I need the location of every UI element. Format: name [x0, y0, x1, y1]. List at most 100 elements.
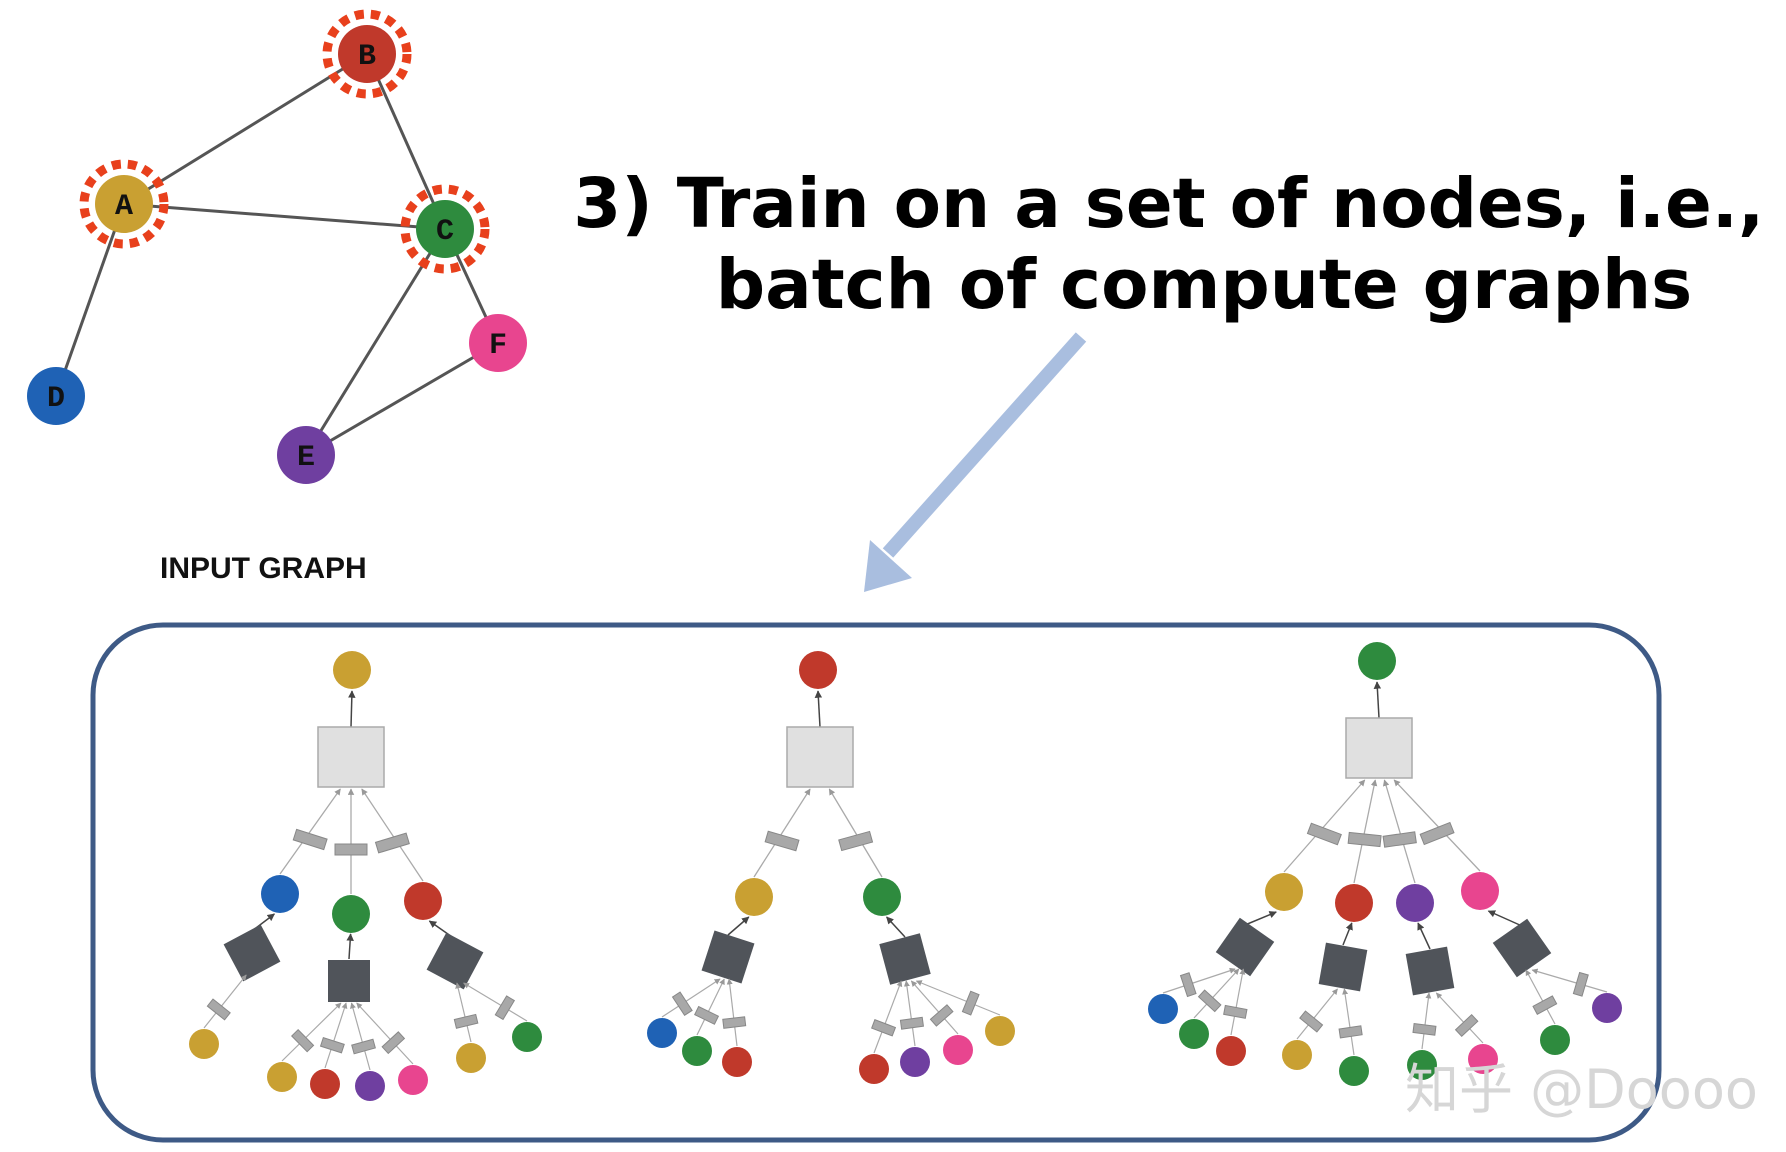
- aggregation-arrow: [1373, 681, 1382, 719]
- node-circle: [469, 314, 527, 372]
- neighbor-node-c: [332, 895, 370, 933]
- graph-edge-ac: [123, 202, 446, 231]
- leaf-node-d: [1148, 994, 1178, 1024]
- node-circle: [27, 367, 85, 425]
- compute-graphs: [189, 642, 1622, 1101]
- aggregator-box: [786, 726, 854, 788]
- aggregator-box: [328, 960, 370, 1002]
- root-node: [333, 651, 371, 689]
- message-edge: [873, 980, 903, 1054]
- aggregation-arrow: [1244, 911, 1277, 926]
- aggregator-box: [223, 924, 281, 982]
- aggregator-box: [879, 933, 931, 985]
- leaf-node-a: [456, 1043, 486, 1073]
- message-edge: [1353, 779, 1378, 884]
- aggregation-arrow: [1487, 910, 1523, 927]
- aggregation-arrow: [814, 690, 823, 728]
- graph-node-e: E: [277, 426, 335, 484]
- message-edge: [361, 788, 424, 882]
- transform-box: [319, 1036, 345, 1054]
- node-circle: [277, 426, 335, 484]
- transform-box: [1179, 972, 1197, 998]
- neighbor-node-a: [735, 878, 773, 916]
- transform-box: [292, 828, 328, 851]
- compute-graph-c: [1148, 642, 1622, 1086]
- message-edge: [903, 980, 916, 1047]
- aggregator-box: [1318, 942, 1368, 992]
- aggregator-box: [1345, 717, 1413, 779]
- leaf-node-a: [267, 1062, 297, 1092]
- leaf-node-c: [1540, 1025, 1570, 1055]
- leaf-node-c: [1339, 1056, 1369, 1086]
- neighbor-node-b: [404, 882, 442, 920]
- leaf-node-b: [1216, 1036, 1246, 1066]
- transform-box: [1419, 821, 1455, 846]
- transform-box: [381, 1031, 406, 1055]
- message-edge: [661, 978, 721, 1018]
- message-edge: [726, 978, 738, 1047]
- aggregator-box: [1215, 917, 1275, 977]
- message-edge: [1193, 968, 1240, 1019]
- heading-line-1: 3) Train on a set of nodes, i.e., a: [573, 164, 1786, 244]
- transform-box: [1299, 1010, 1324, 1033]
- node-label: B: [358, 40, 376, 74]
- leaf-node-c: [512, 1022, 542, 1052]
- aggregator-box: [1492, 918, 1552, 978]
- leaf-node-b: [859, 1054, 889, 1084]
- compute-graph-b: [647, 651, 1015, 1084]
- leaf-node-d: [647, 1018, 677, 1048]
- message-edge: [1230, 968, 1246, 1036]
- graph-edge-ad: [54, 203, 126, 397]
- transform-box: [334, 843, 368, 856]
- leaf-node-e: [900, 1047, 930, 1077]
- message-edge: [356, 1002, 414, 1065]
- graph-node-f: F: [469, 314, 527, 372]
- heading-line-2: batch of compute graphs: [716, 245, 1693, 325]
- neighbor-node-d: [261, 875, 299, 913]
- transform-box: [1347, 831, 1382, 848]
- message-edge: [1393, 779, 1481, 872]
- message-edge: [1525, 969, 1556, 1025]
- transform-box: [961, 990, 980, 1016]
- message-edge: [463, 982, 528, 1022]
- transform-box: [374, 832, 410, 854]
- batch-arrow: [864, 332, 1087, 592]
- node-label: F: [489, 329, 507, 363]
- transform-box: [1197, 989, 1222, 1013]
- transform-box: [291, 1028, 315, 1053]
- transform-box: [1306, 822, 1342, 846]
- graph-node-d: D: [27, 367, 85, 425]
- transform-box: [1454, 1013, 1479, 1038]
- message-edge: [753, 788, 811, 878]
- transform-box: [453, 1013, 479, 1029]
- transform-box: [838, 830, 874, 852]
- transform-box: [671, 991, 693, 1017]
- message-edge: [828, 788, 883, 878]
- message-edge: [1342, 988, 1355, 1056]
- leaf-node-a: [985, 1016, 1015, 1046]
- watermark: 知乎 @Doooo: [1405, 1058, 1758, 1121]
- leaf-node-e: [355, 1071, 385, 1101]
- leaf-node-c: [1179, 1019, 1209, 1049]
- transform-box: [929, 1004, 954, 1027]
- message-edge: [910, 980, 959, 1035]
- aggregation-arrow: [727, 916, 750, 936]
- neighbor-node-b: [1335, 884, 1373, 922]
- leaf-node-f: [1468, 1044, 1498, 1074]
- transform-box: [764, 830, 800, 852]
- transform-box: [871, 1019, 897, 1037]
- batch-container: [90, 622, 1662, 1143]
- message-edge: [279, 788, 341, 875]
- transform-box: [1412, 1023, 1437, 1036]
- message-edge: [1296, 988, 1338, 1040]
- message-edge: [1421, 992, 1432, 1050]
- message-edge: [455, 982, 472, 1043]
- node-circle: [338, 25, 396, 83]
- transform-box: [899, 1016, 924, 1030]
- aggregator-box: [1405, 946, 1455, 996]
- neighbor-node-a: [1265, 873, 1303, 911]
- transform-box: [206, 998, 231, 1021]
- message-edge: [324, 1002, 348, 1069]
